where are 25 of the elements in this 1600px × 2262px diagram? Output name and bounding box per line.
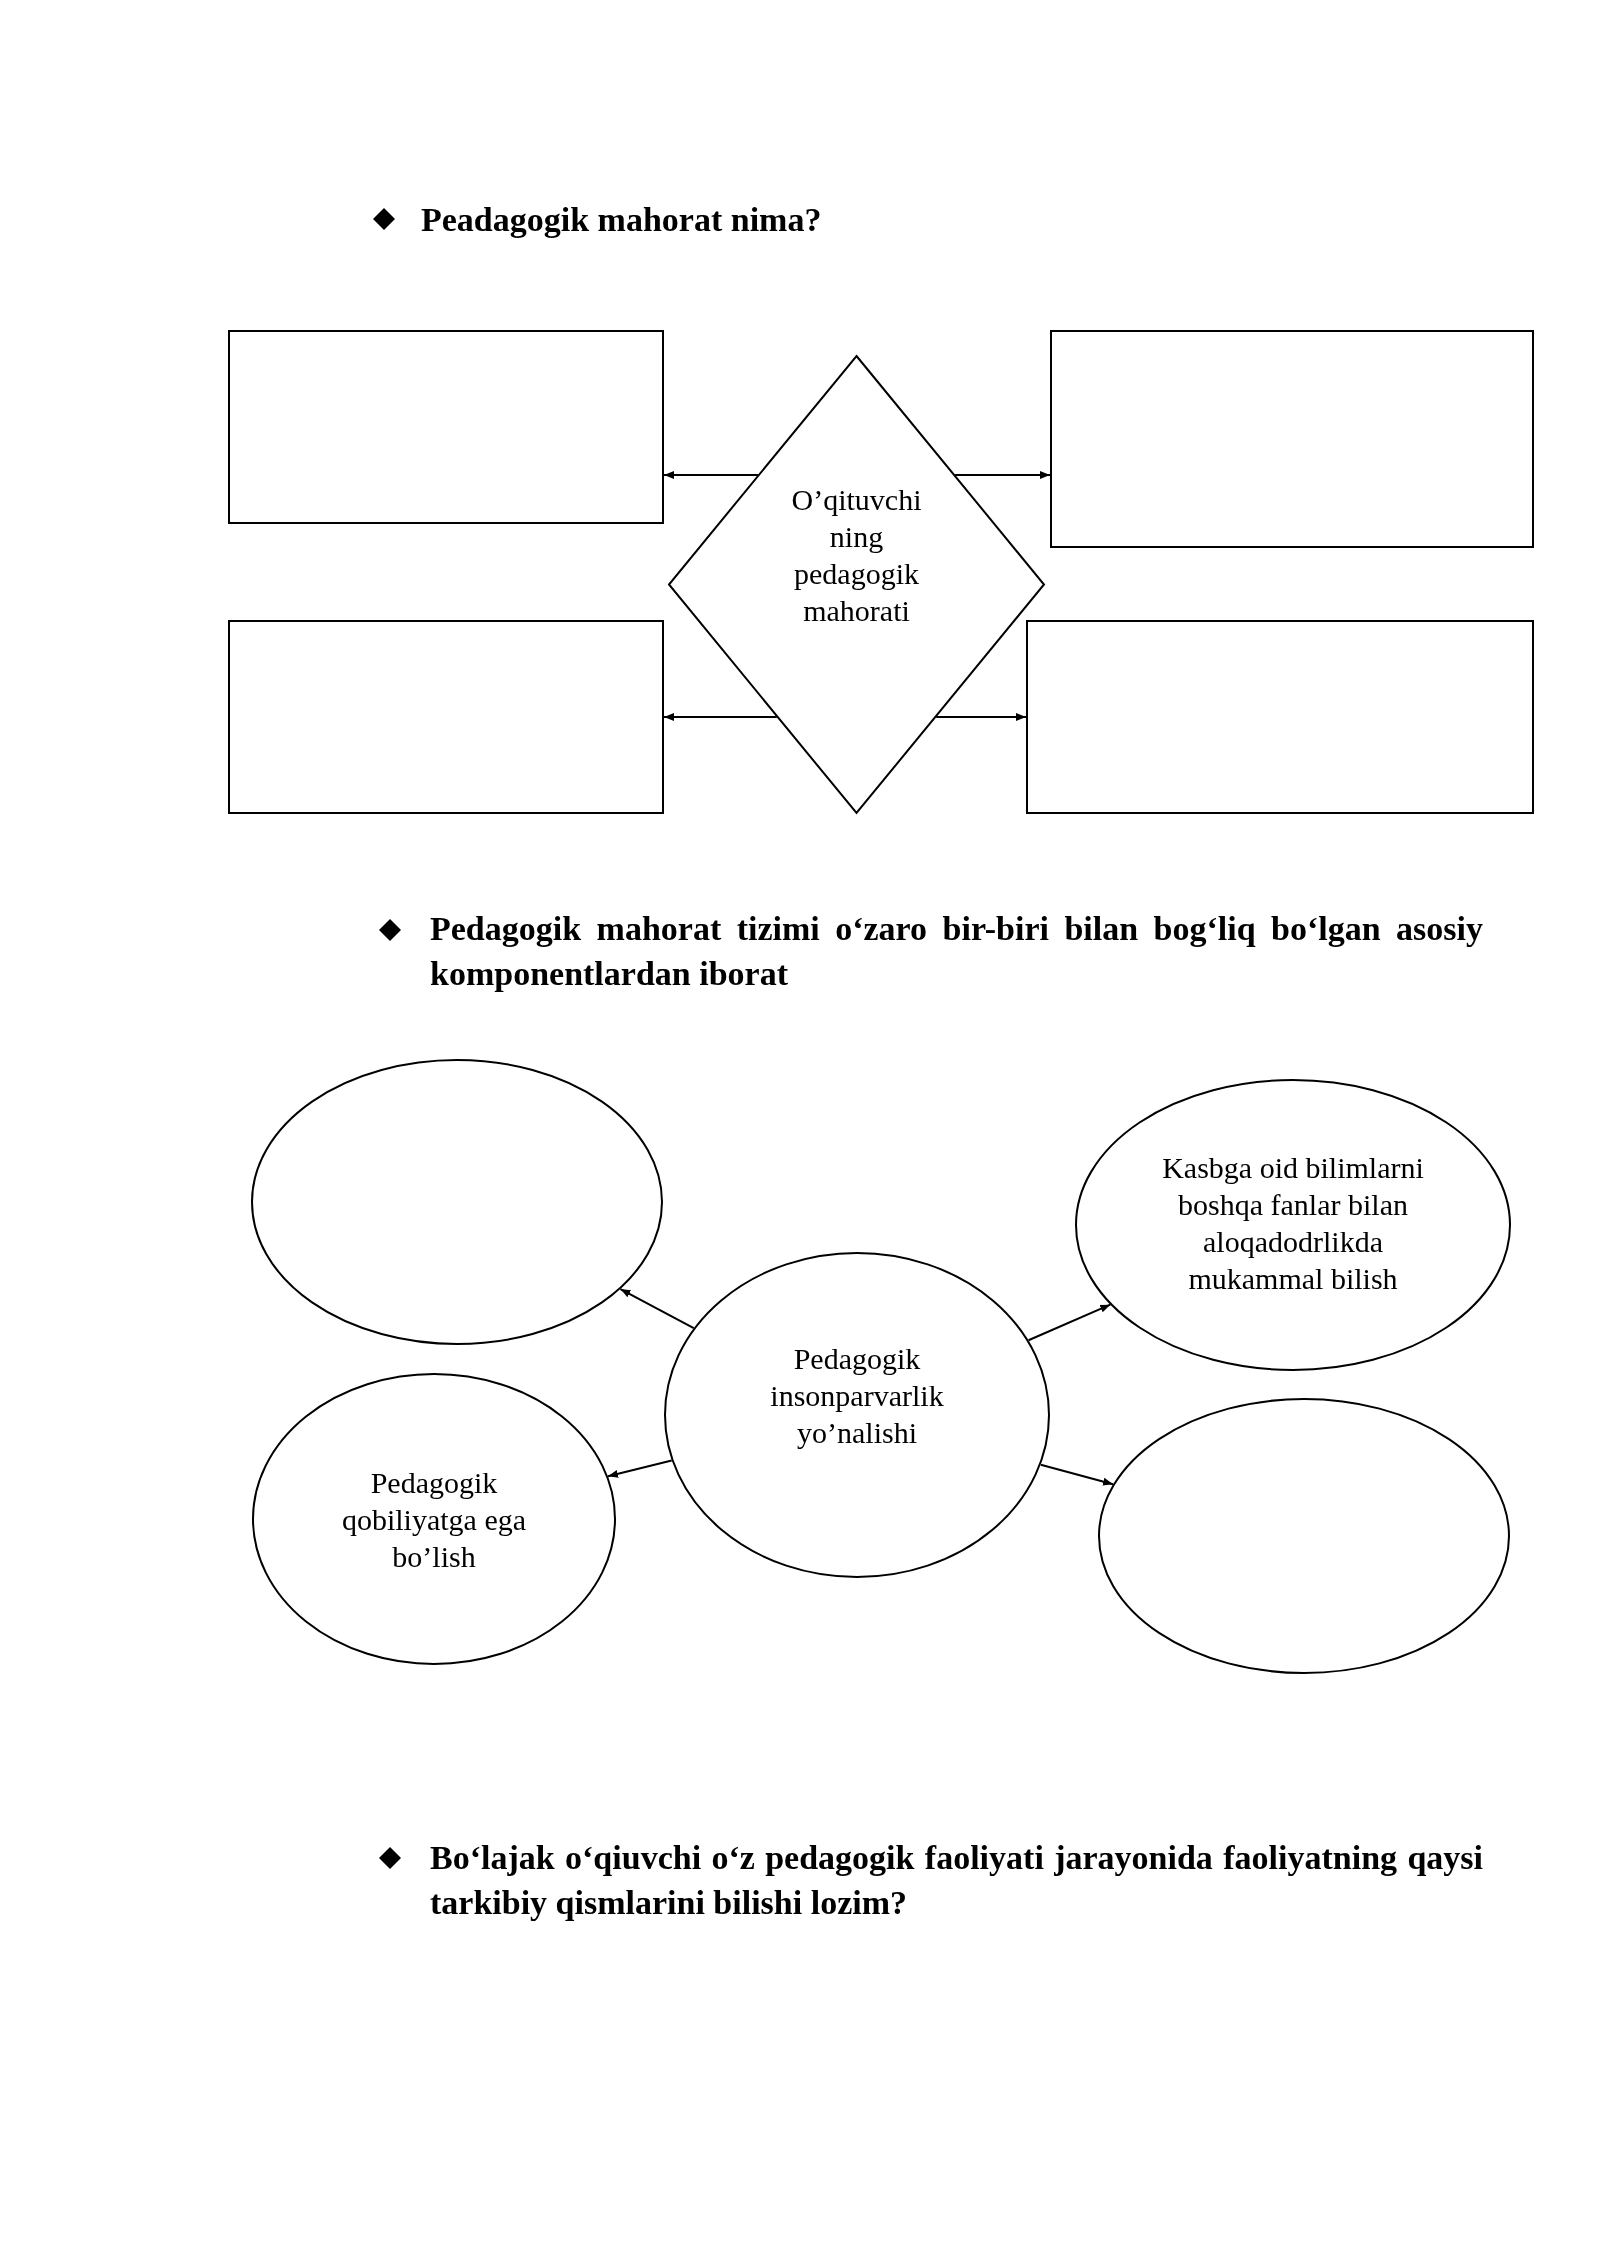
node-text: Kasbga oid bilimlarni boshqa fanlar bilan aloqadodrlikda mukammal bilish xyxy=(1161,1150,1425,1297)
ellipse-shape xyxy=(1075,1079,1511,1371)
ellipse-shape xyxy=(1098,1398,1510,1674)
empty-box xyxy=(228,330,664,524)
arrow xyxy=(607,1459,673,1478)
node-text: Pedagogik insonparvarlik yo’nalishi xyxy=(769,1340,945,1451)
arrow xyxy=(954,471,1051,479)
arrow xyxy=(1039,1463,1114,1486)
heading-text: Bo‘lajak o‘qiuvchi o‘z pedagogik faoliyati jarayonida faoliyatning qaysi tarkibiy qismlarini bilishi lozim? xyxy=(430,1838,1483,1923)
empty-box xyxy=(1026,620,1534,814)
empty-box xyxy=(1050,330,1534,548)
heading-text: Pedagogik mahorat tizimi o‘zaro bir-biri bilan bog‘liq bo‘lgan asosiy komponentlardan iborat xyxy=(430,909,1483,994)
arrow xyxy=(935,713,1027,721)
node-text: O’qituvchi ning pedagogik mahorati xyxy=(790,481,923,629)
arrow xyxy=(663,471,759,479)
ellipse-shape xyxy=(251,1059,663,1345)
heading-text: Peadagogik mahorat nima? xyxy=(421,200,823,240)
ellipse-shape xyxy=(664,1252,1050,1578)
ellipse-shape xyxy=(252,1373,616,1665)
arrow xyxy=(663,713,778,721)
empty-box xyxy=(228,620,664,814)
arrow xyxy=(1027,1303,1112,1342)
diamond-shape xyxy=(668,355,1045,814)
arrow xyxy=(619,1288,695,1330)
node-text: Pedagogik qobiliyatga ega bo’lish xyxy=(340,1464,528,1575)
